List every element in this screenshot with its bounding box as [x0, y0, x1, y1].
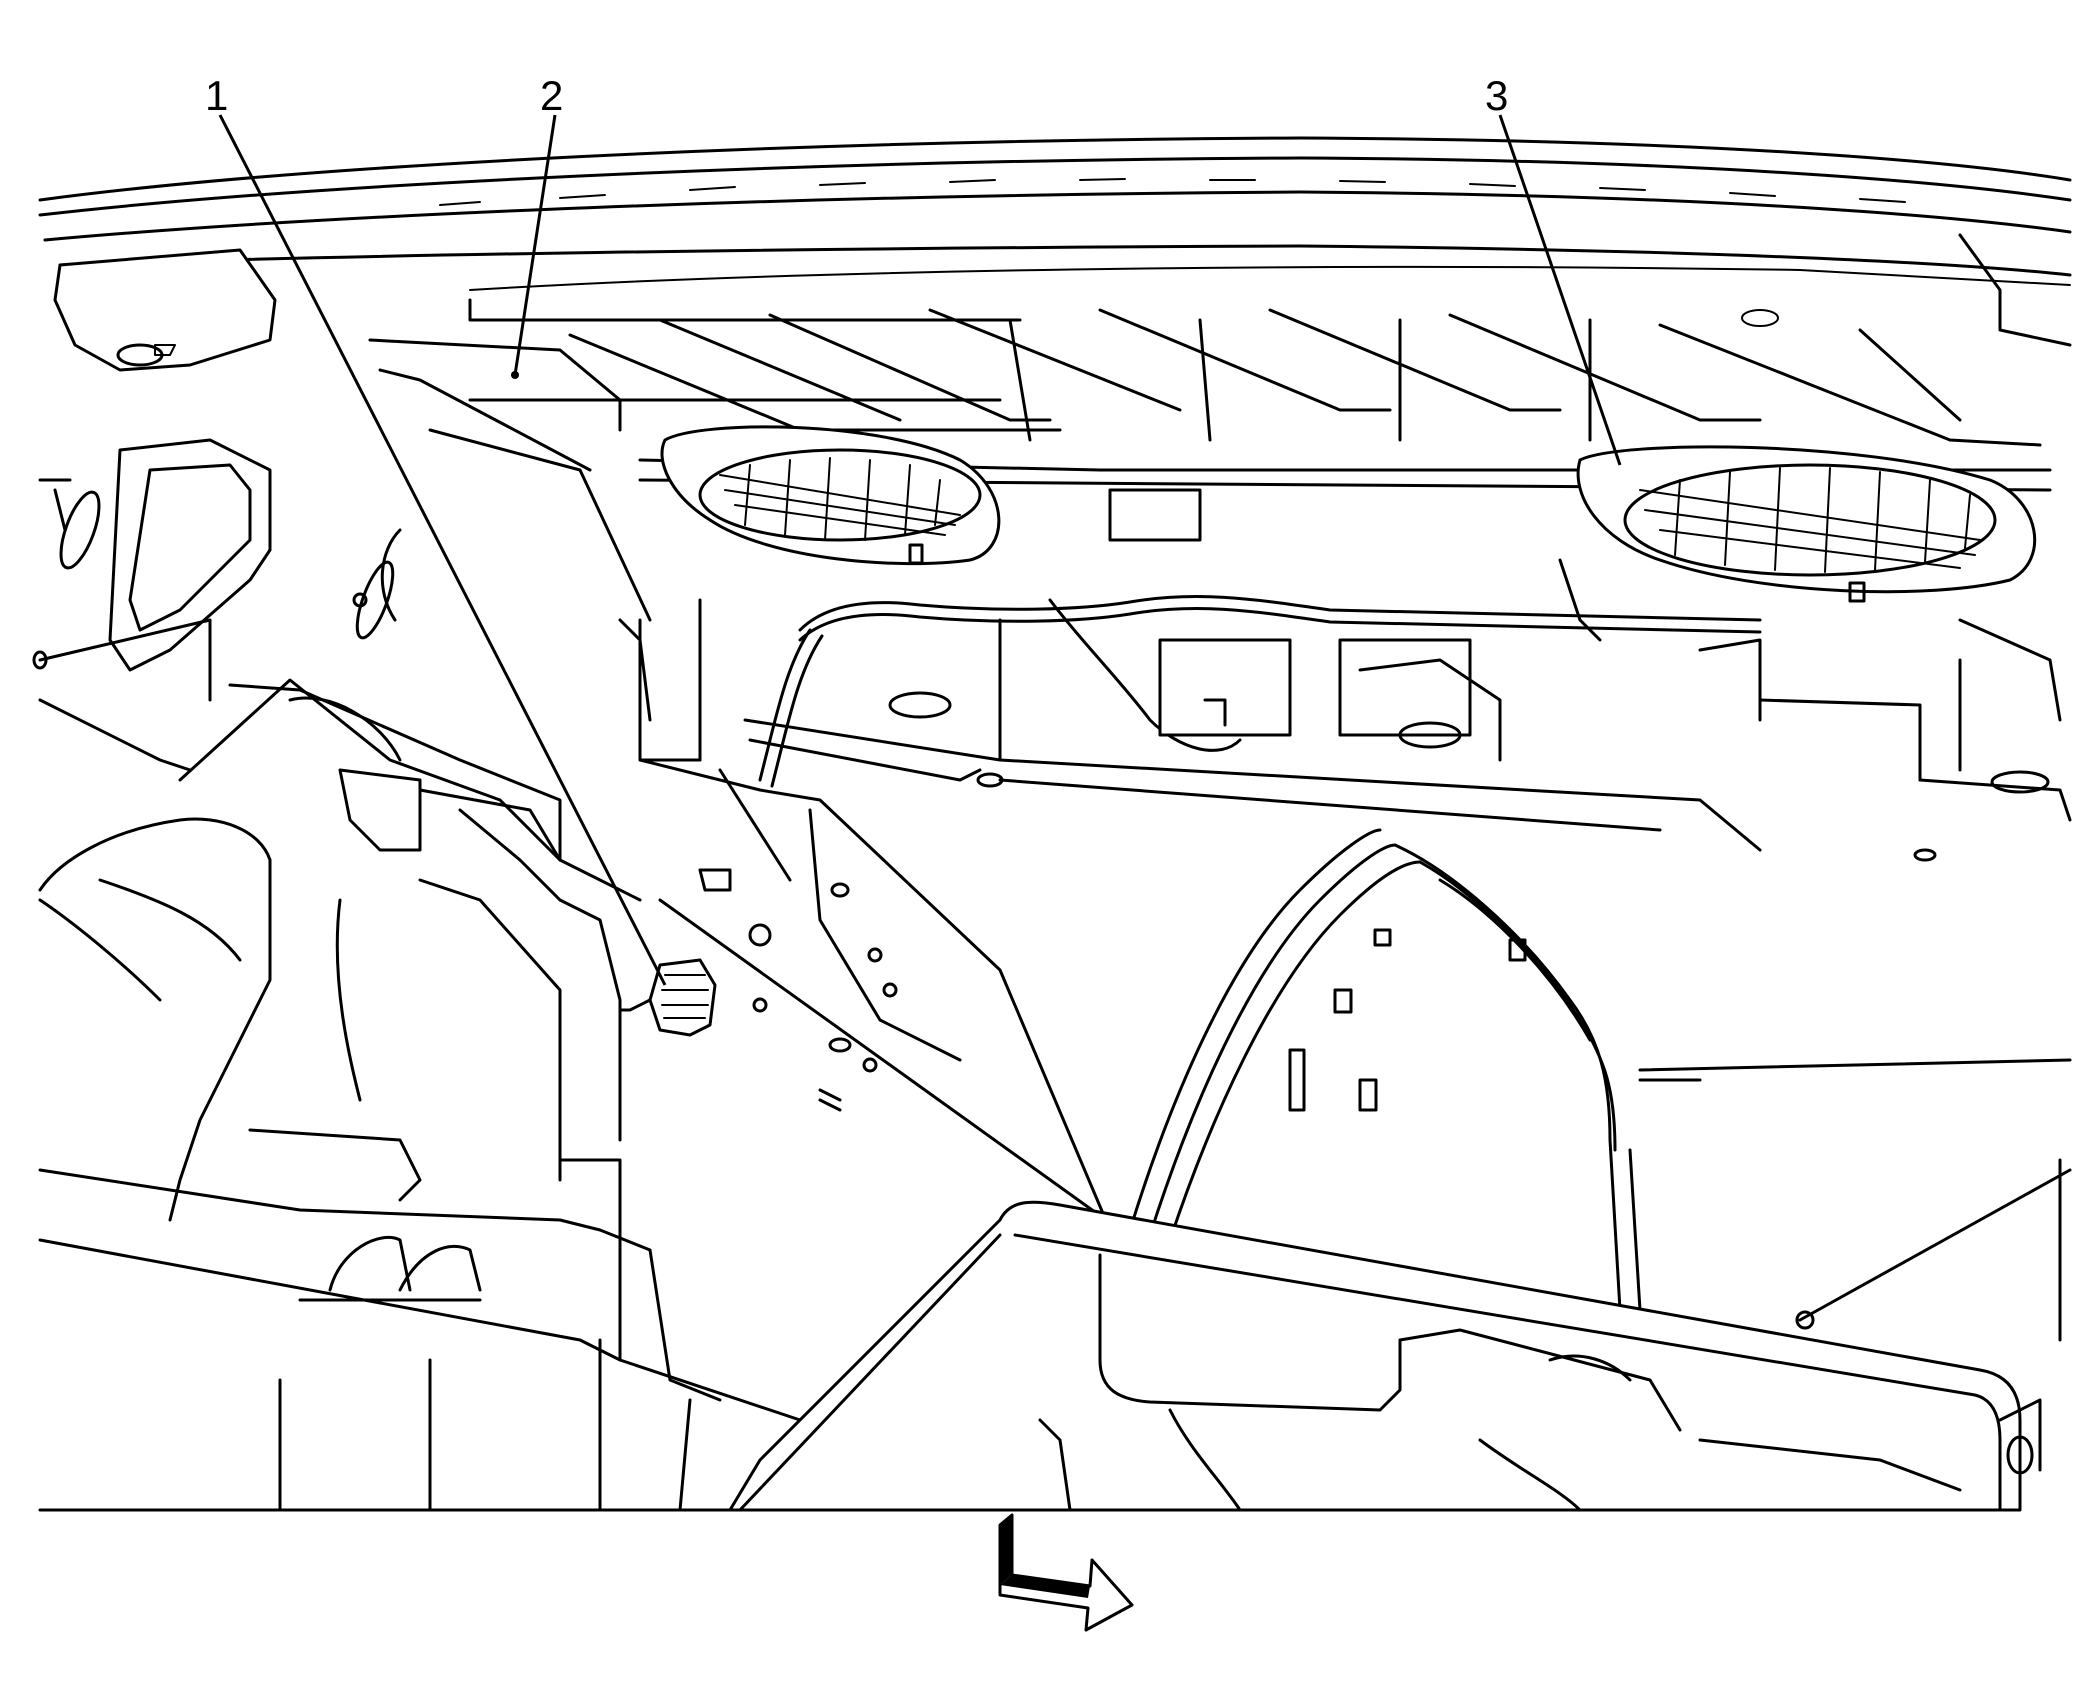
- callout-3-leader: [1498, 114, 1622, 466]
- callout-1-leader: [218, 114, 667, 986]
- right-speaker-grille: [1576, 445, 2037, 603]
- upper-trim-panel: [38, 136, 2072, 372]
- left-speaker-grille: [660, 425, 1001, 566]
- callout-2-leader: [513, 114, 557, 376]
- shelf-support-structure: [638, 558, 2072, 862]
- callout-1-label: 1: [205, 72, 228, 119]
- door-opening: [1128, 828, 2072, 1348]
- callout-2-target: [511, 371, 519, 379]
- callout-3-label: 3: [1485, 72, 1508, 119]
- electrical-connector: [618, 958, 717, 1037]
- callout-2-label: 2: [540, 72, 563, 119]
- wiring-harness: [758, 488, 1762, 788]
- center-floor-member: [638, 758, 1122, 1232]
- trunk-floor-tray: [728, 1200, 2042, 1512]
- forward-arrow-icon: [998, 1513, 1134, 1632]
- left-quarter-panel: [32, 338, 652, 902]
- callout-leaders: [218, 114, 1622, 986]
